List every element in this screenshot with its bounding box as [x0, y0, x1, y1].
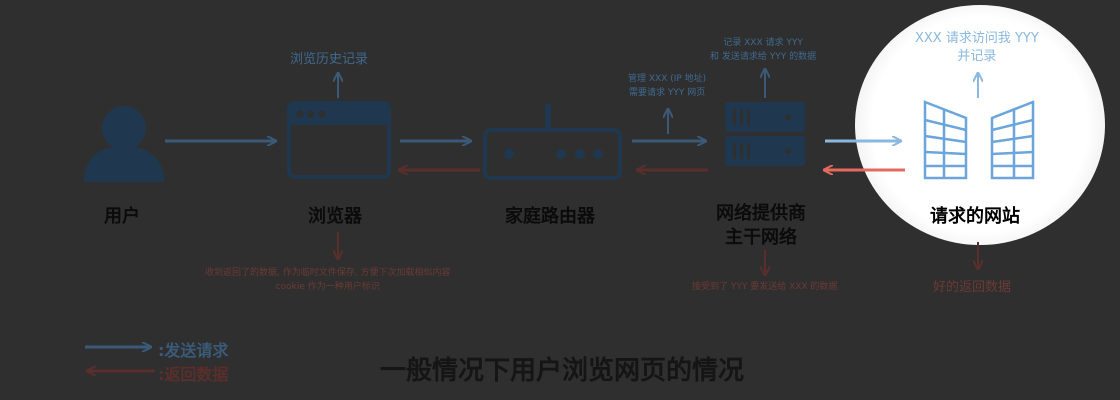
node-label-router: 家庭路由器 — [505, 206, 595, 227]
spotlight-highlight — [855, 5, 1105, 245]
user-icon — [84, 106, 164, 182]
legend-return-label: :返回数据 — [158, 365, 229, 384]
note-browser-history: 浏览历史记录 — [290, 52, 369, 67]
note-website-record: XXX 请求访问我 YYY 并记录 — [915, 31, 1039, 64]
node-label-isp: 网络提供商 主干网络 — [716, 203, 806, 248]
node-label-browser: 浏览器 — [308, 206, 362, 227]
legend-send-label: :发送请求 — [158, 341, 229, 360]
node-label-user: 用户 — [104, 206, 140, 227]
note-isp-log: 记录 XXX 请求 YYY 和 发送请求给 YYY 的数据 — [710, 38, 817, 62]
router-icon — [483, 104, 622, 180]
server-icon — [725, 102, 805, 166]
note-browser-cache: 收到返回了的数据, 作为临时文件保存, 方便下次加载相似内容 cookie 作为… — [205, 268, 451, 292]
note-router-isp-request: 管理 XXX (IP 地址) 需要请求 YYY 网页 — [628, 74, 707, 98]
note-website-return: 好的返回数据 — [933, 280, 1012, 295]
note-isp-received: 接受到了 YYY 要发送给 XXX 的数据 — [692, 282, 838, 292]
website-buildings-icon — [923, 100, 1035, 180]
node-label-website: 请求的网站 — [930, 206, 1020, 227]
diagram-title: 一般情况下用户浏览网页的情况 — [380, 356, 745, 386]
browser-window-icon — [287, 101, 391, 179]
